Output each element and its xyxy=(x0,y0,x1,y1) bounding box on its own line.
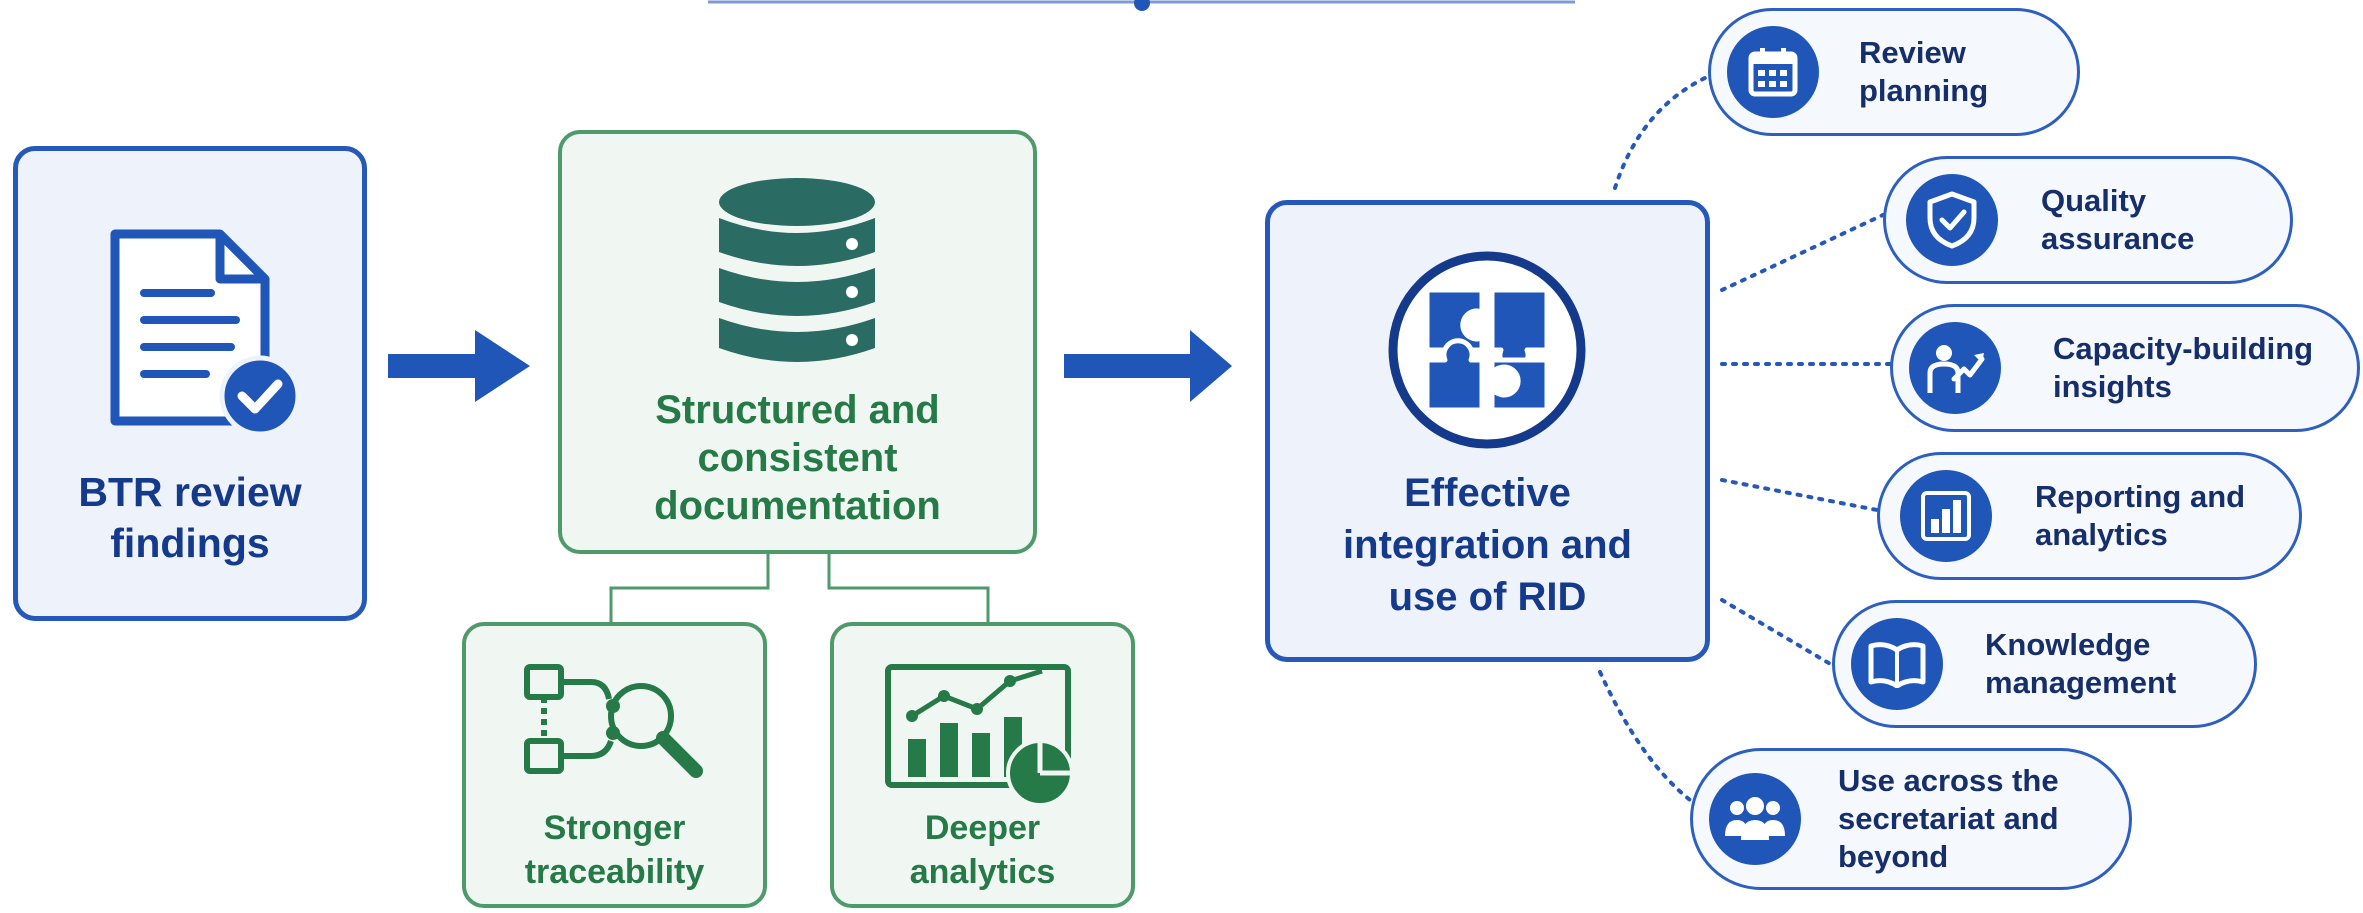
benefit-knowledge-management: Knowledge management xyxy=(1832,600,2257,728)
flow-search-icon xyxy=(521,661,711,786)
person-growth-icon xyxy=(1909,322,2001,414)
top-divider xyxy=(708,0,1575,11)
benefit-label: Review planning xyxy=(1859,35,1989,108)
arrow-right-icon xyxy=(388,330,530,402)
traceability-box: Stronger traceability xyxy=(462,622,767,908)
benefit-label: Quality assurance xyxy=(2041,183,2195,256)
bar-chart-icon xyxy=(1900,470,1992,562)
database-icon xyxy=(712,172,882,372)
benefit-review-planning: Review planning xyxy=(1708,8,2080,136)
dotted-connectors xyxy=(1598,76,1892,802)
benefit-label: Knowledge management xyxy=(1985,627,2177,700)
benefit-label: Use across the secretariat and beyond xyxy=(1838,763,2059,874)
benefit-secretariat-use: Use across the secretariat and beyond xyxy=(1690,748,2132,890)
chart-analytics-icon xyxy=(882,661,1082,811)
puzzle-icon xyxy=(1387,250,1587,450)
calendar-icon xyxy=(1727,26,1819,118)
group-icon xyxy=(1709,773,1801,865)
analytics-box: Deeper analytics xyxy=(830,622,1135,908)
document-check-icon xyxy=(100,226,300,441)
benefit-quality-assurance: Quality assurance xyxy=(1883,156,2293,284)
documentation-box: Structured and consistent documentation xyxy=(558,130,1037,554)
benefit-capacity-building: Capacity-building insights xyxy=(1890,304,2360,432)
book-icon xyxy=(1851,618,1943,710)
integration-box: Effective integration and use of RID xyxy=(1265,200,1710,662)
benefit-label: Capacity-building insights xyxy=(2053,331,2314,404)
benefit-reporting-analytics: Reporting and analytics xyxy=(1877,452,2302,580)
shield-check-icon xyxy=(1906,174,1998,266)
benefit-label: Reporting and analytics xyxy=(2035,479,2246,552)
btr-findings-label: BTR review findings xyxy=(78,469,302,566)
btr-findings-box: BTR review findings xyxy=(13,146,367,621)
arrow-right-icon xyxy=(1064,330,1232,402)
branch-lines xyxy=(609,553,990,622)
analytics-label: Deeper analytics xyxy=(909,809,1056,891)
integration-label: Effective integration and use of RID xyxy=(1343,471,1632,619)
traceability-label: Stronger traceability xyxy=(524,809,705,891)
documentation-label: Structured and consistent documentation xyxy=(654,388,941,528)
